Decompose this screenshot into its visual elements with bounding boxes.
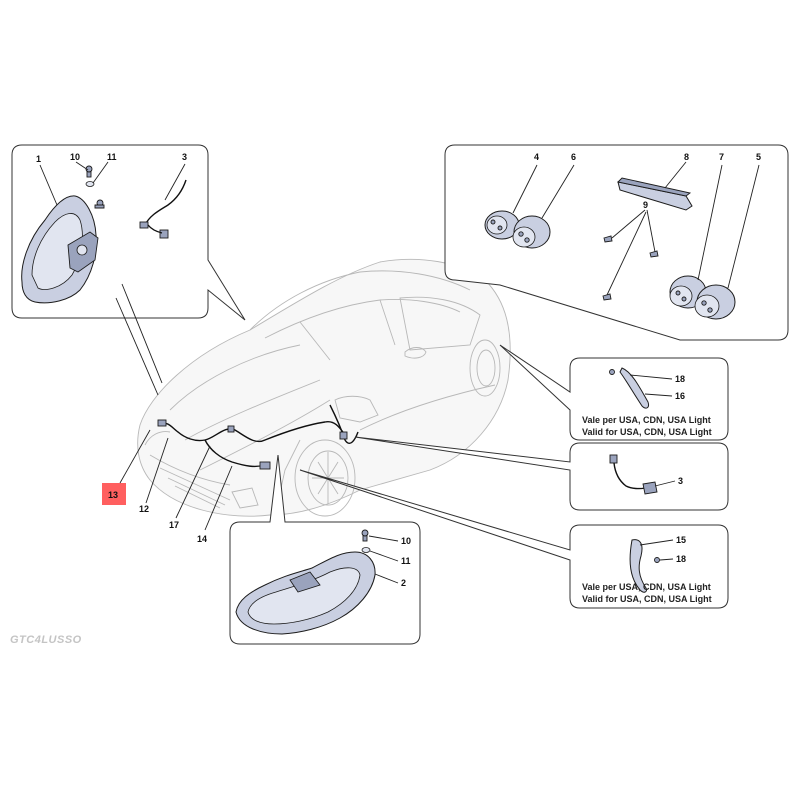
callout-10-bottom: 10: [401, 536, 411, 546]
tail-lamp-6-part: [512, 215, 551, 249]
callout-17: 17: [169, 520, 179, 530]
side-marker-15-part: [629, 539, 647, 593]
screw-10-bottom-part: [361, 529, 369, 542]
note-usa-italian-2: Vale per USA, CDN, USA Light: [582, 582, 711, 592]
callout-10-top: 10: [70, 152, 80, 162]
callout-3-right: 3: [678, 476, 683, 486]
callout-12: 12: [139, 504, 149, 514]
watermark-logo: GTC4LUSSO: [10, 634, 82, 646]
callout-4: 4: [534, 152, 539, 162]
callout-6: 6: [571, 152, 576, 162]
connector-3-part: [139, 179, 187, 239]
callout-8: 8: [684, 152, 689, 162]
washer-11-part: [85, 181, 95, 187]
callout-13: 13: [108, 490, 118, 500]
callout-1: 1: [36, 154, 41, 164]
tail-lamp-4-part: [484, 210, 520, 240]
callout-16: 16: [675, 391, 685, 401]
clip-9-part: [602, 235, 659, 301]
callout-14: 14: [197, 534, 207, 544]
note-usa-english-2: Valid for USA, CDN, USA Light: [582, 594, 712, 604]
callout-3-top: 3: [182, 152, 187, 162]
callout-7: 7: [719, 152, 724, 162]
side-marker-16-part: [619, 367, 649, 409]
callout-5: 5: [756, 152, 761, 162]
headlamp-right-part: [235, 551, 376, 635]
callout-18-bottom: 18: [676, 554, 686, 564]
callout-2: 2: [401, 578, 406, 588]
callout-15: 15: [676, 535, 686, 545]
car-outline: [137, 258, 511, 517]
sensor-3-part: [609, 454, 658, 495]
detail-panel-side-marker-bottom: [299, 469, 729, 609]
wiring-harness: [157, 395, 379, 470]
tail-lamp-5-part: [694, 284, 736, 320]
callout-11-bottom: 11: [401, 556, 411, 566]
screw-18-top-part: [609, 369, 615, 375]
callout-13-highlight: [102, 483, 126, 505]
third-brake-light-8-part: [617, 177, 693, 211]
callout-18-top: 18: [675, 374, 685, 384]
screw-10-part: [85, 165, 93, 178]
detail-panel-sensor: [354, 436, 729, 511]
note-usa-italian-1: Vale per USA, CDN, USA Light: [582, 415, 711, 425]
callout-11-top: 11: [107, 152, 117, 162]
callout-9: 9: [643, 200, 648, 210]
detail-panel-side-marker-top: [499, 344, 729, 441]
headlamp-left-part: [21, 195, 105, 304]
note-usa-english-1: Valid for USA, CDN, USA Light: [582, 427, 712, 437]
washer-11-bottom-part: [361, 547, 371, 553]
screw-18-bottom-part: [654, 557, 660, 563]
